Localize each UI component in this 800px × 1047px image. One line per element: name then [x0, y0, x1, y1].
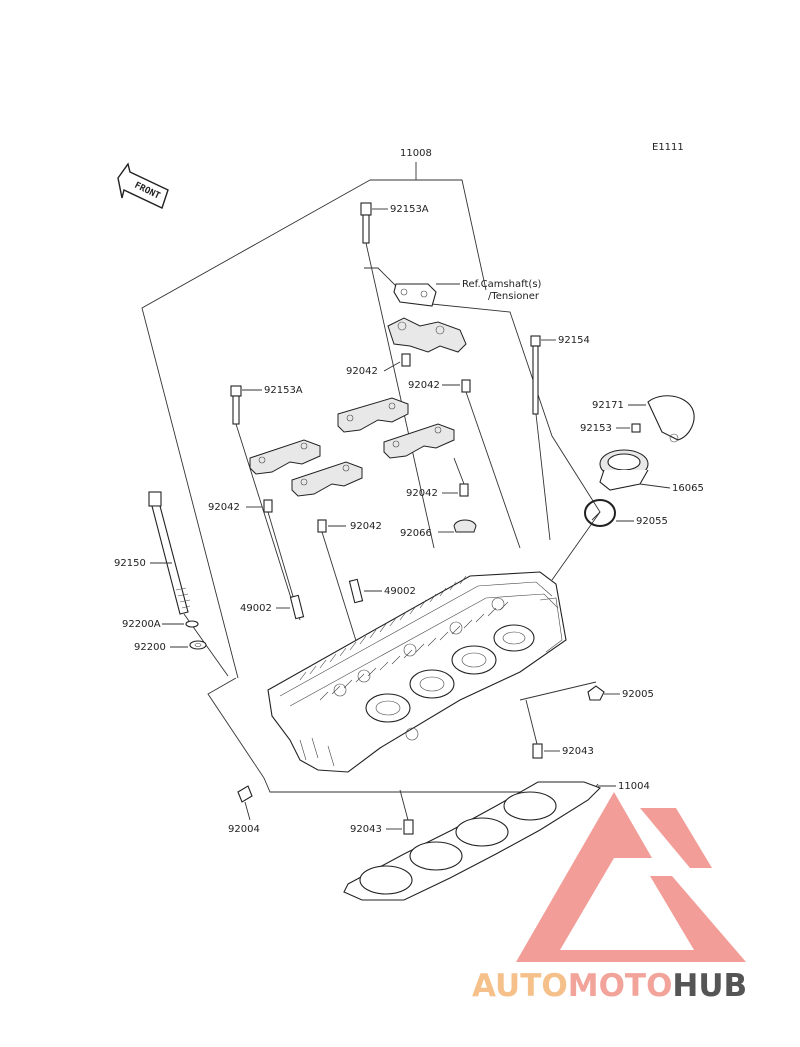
label-ref-tensioner: /Tensioner: [488, 291, 540, 302]
label-92153a-top: 92153A: [390, 204, 429, 215]
label-49002-a: 49002: [240, 603, 272, 614]
dowel-92042-a: [401, 353, 411, 367]
label-92042-a: 92042: [346, 366, 378, 377]
label-92154: 92154: [558, 335, 590, 346]
plug-92005: [587, 685, 605, 701]
plug-92066: [453, 519, 477, 533]
label-11008: 11008: [400, 148, 432, 159]
watermark-part-3: HUB: [672, 968, 747, 1004]
label-ref-camshaft: Ref.Camshaft(s): [462, 279, 542, 290]
label-92153a-left: 92153A: [264, 385, 303, 396]
label-92042-b: 92042: [408, 380, 440, 391]
stud-92004: [237, 785, 253, 821]
front-arrow-icon: FRONT: [117, 162, 169, 209]
label-92004: 92004: [228, 824, 260, 835]
label-16065: 16065: [672, 483, 704, 494]
label-92042-d: 92042: [350, 521, 382, 532]
bolt-92153a-top: [360, 202, 435, 549]
washer-92200a: [185, 620, 199, 628]
watermark-text: AUTOMOTOHUB: [472, 968, 747, 1004]
cam-cap-2: [337, 397, 409, 433]
label-92043-lower: 92043: [350, 824, 382, 835]
gasket-11004: [343, 781, 601, 901]
label-92042-c: 92042: [208, 502, 240, 513]
label-92153: 92153: [580, 423, 612, 434]
page-code: E1111: [652, 142, 684, 153]
dowel-92043-lower: [399, 789, 414, 835]
label-92150: 92150: [114, 558, 146, 569]
cam-cap-top: [387, 317, 467, 353]
dowel-92042-d: [317, 519, 363, 661]
dowel-92043-right: [525, 699, 543, 759]
bolt-92154: [530, 335, 551, 541]
cam-cap-1: [249, 439, 321, 475]
watermark-part-1: AUTO: [472, 968, 568, 1004]
bolt-92153-small: [631, 423, 641, 433]
cam-cap-4: [383, 423, 455, 459]
label-92043-right: 92043: [562, 746, 594, 757]
cylinder-head: [267, 571, 567, 773]
guide-49002-a: [289, 594, 305, 620]
cam-cap-3: [291, 461, 363, 497]
label-92200: 92200: [134, 642, 166, 653]
label-92066: 92066: [400, 528, 432, 539]
dowel-92042-e: [453, 457, 469, 497]
label-49002-b: 49002: [384, 586, 416, 597]
guide-49002-b: [348, 578, 364, 604]
holder-16065: [599, 449, 671, 491]
label-92171: 92171: [592, 400, 624, 411]
dowel-92042-b: [461, 379, 521, 549]
washer-92200: [189, 640, 207, 650]
plate-92171: [647, 395, 695, 443]
tensioner-bracket: [393, 283, 460, 307]
watermark-part-2: MOTO: [568, 968, 673, 1004]
label-92200a: 92200A: [122, 619, 161, 630]
label-92005: 92005: [622, 689, 654, 700]
oring-92055: [584, 499, 616, 527]
label-92055: 92055: [636, 516, 668, 527]
label-11004: 11004: [618, 781, 650, 792]
label-92042-e: 92042: [406, 488, 438, 499]
bolt-92153a-left: [230, 385, 297, 615]
watermark-logo-icon: [516, 792, 746, 962]
